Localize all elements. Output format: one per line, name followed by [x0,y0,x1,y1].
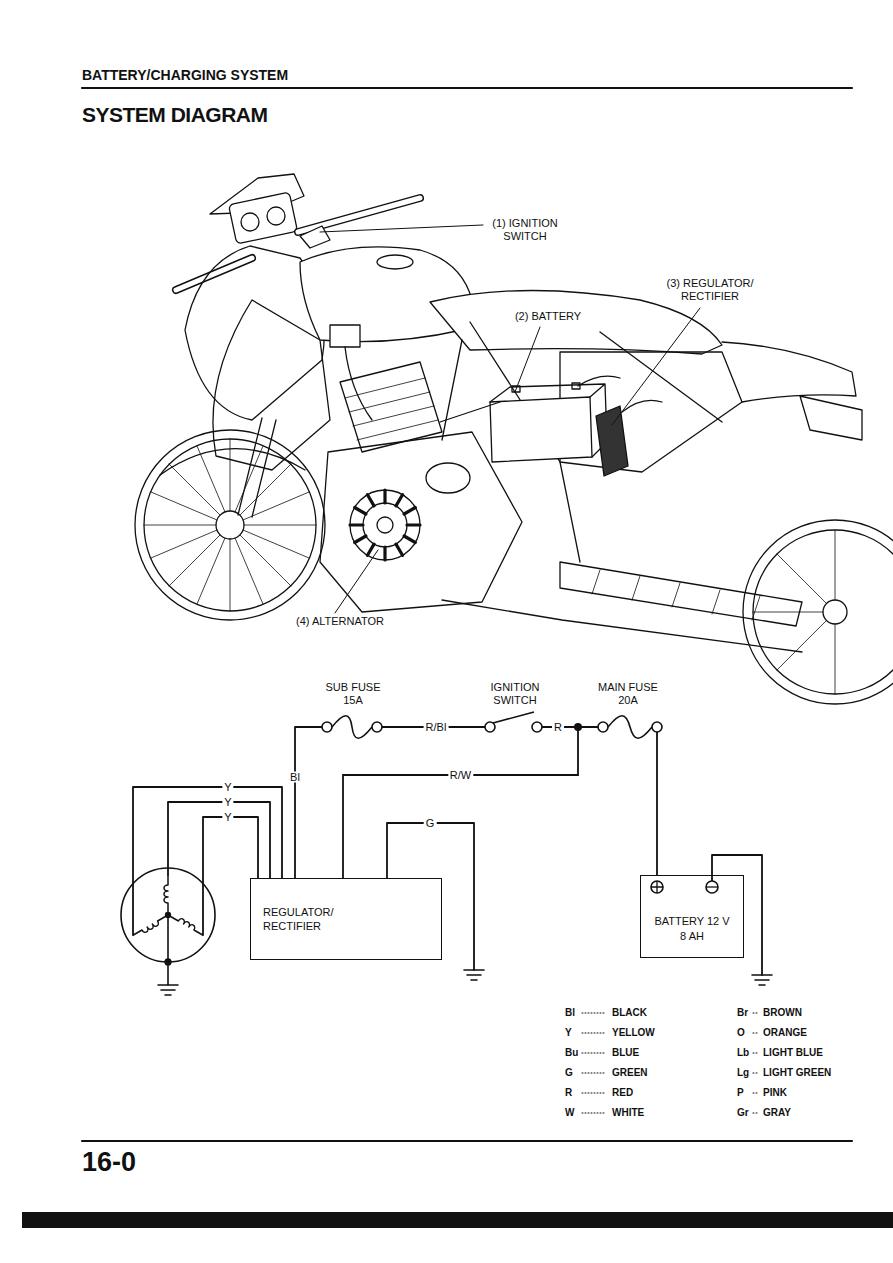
color-code-cell: Br [737,1007,748,1019]
fuse-label: MAIN FUSE 20A [592,681,664,707]
callout-label: (3) REGULATOR/ RECTIFIER [653,277,768,303]
callout-label: (4) ALTERNATOR [296,615,384,628]
color-code-cell: Lg [737,1067,749,1079]
color-code-cell: Gr [737,1107,749,1119]
color-code-cell: Y [565,1027,572,1039]
callout-label: (2) BATTERY [515,310,581,323]
box-text: BATTERY 12 V 8 AH [652,914,732,943]
wire-color-label: Y [222,782,233,793]
wire-connector [343,727,657,878]
color-code-cell: Bl [565,1007,575,1019]
regulator-box: REGULATOR/ RECTIFIER [250,878,442,960]
color-code-cell: P [737,1087,744,1099]
callout-label: (1) IGNITION SWITCH [480,217,570,243]
color-code-cell: ORANGE [763,1027,807,1039]
color-code-cell: Lb [737,1047,749,1059]
color-code-cell: O [737,1027,745,1039]
color-code-cell: W [565,1107,574,1119]
color-code-cell: PINK [763,1087,787,1099]
color-code-cell: RED [612,1087,633,1099]
color-code-cell: BLACK [612,1007,647,1019]
color-code-cell: LIGHT BLUE [763,1047,823,1059]
wire-color-label: R/Bl [424,722,449,733]
wire-color-label: Bl [288,772,302,783]
color-code-cell: BROWN [763,1007,802,1019]
color-code-cell: R [565,1087,572,1099]
color-code-cell: Bu [565,1047,578,1059]
wire-color-label: G [424,818,437,829]
color-code-cell: BLUE [612,1047,639,1059]
color-code-cell: WHITE [612,1107,644,1119]
color-code-cell: G [565,1067,573,1079]
color-code-cell: LIGHT GREEN [763,1067,831,1079]
switch-label: IGNITION SWITCH [484,681,546,707]
fuse-label: SUB FUSE 15A [320,681,386,707]
wire-color-label: R/W [448,770,473,781]
color-code-cell: GREEN [612,1067,648,1079]
battery-box: BATTERY 12 V 8 AH [640,875,744,958]
color-code-cell: YELLOW [612,1027,655,1039]
page-number: 16-0 [82,1146,136,1178]
wire-color-label: Y [222,812,233,823]
wire-color-label: R [552,722,564,733]
page-title: SYSTEM DIAGRAM [82,102,268,127]
section-header: BATTERY/CHARGING SYSTEM [82,67,288,84]
wire-color-label: Y [222,797,233,808]
color-code-cell: GRAY [763,1107,791,1119]
box-text: REGULATOR/ RECTIFIER [263,905,358,934]
